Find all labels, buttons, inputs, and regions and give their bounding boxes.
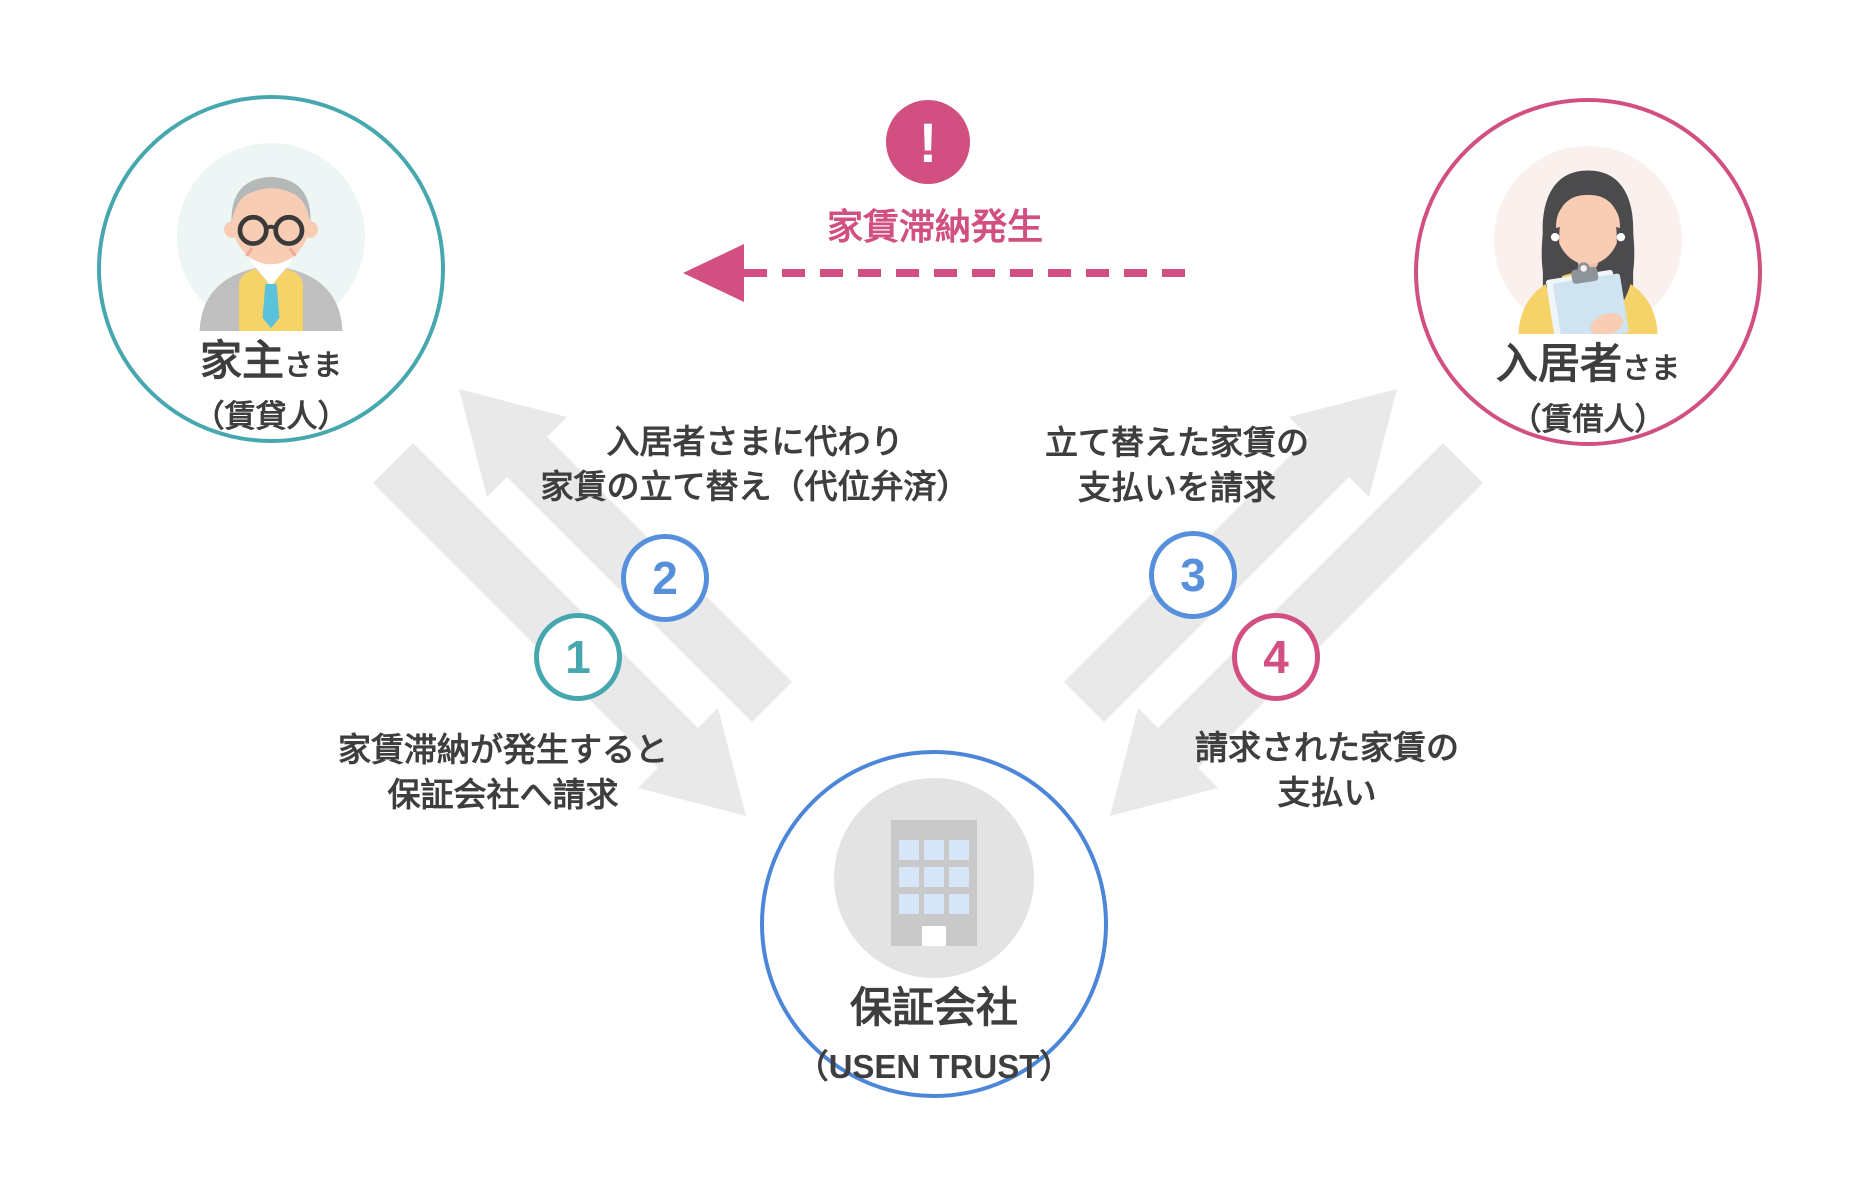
tenant-role: （賃借人）: [1510, 402, 1666, 437]
exclamation-icon: !: [886, 100, 970, 184]
landlord-role: （賃貸人）: [193, 399, 349, 434]
step-1-badge: 1: [534, 613, 622, 701]
step-2-badge: 2: [621, 534, 709, 622]
dashed-arrow-tenant-to-landlord-icon: [683, 244, 1188, 302]
guarantor-name: 保証会社: [849, 984, 1018, 1031]
guarantor-building-icon: [834, 778, 1034, 978]
step-2-label: 入居者さまに代わり 家賃の立て替え（代位弁済）: [540, 423, 970, 505]
landlord-circle: 家主さま （賃貸人）: [97, 95, 445, 443]
landlord-name: 家主さま: [199, 337, 343, 384]
step-4-badge: 4: [1232, 613, 1320, 701]
alert-label: 家賃滞納発生: [826, 206, 1043, 247]
tenant-avatar-icon: [1494, 146, 1682, 334]
guarantor-sub: （USEN TRUST）: [795, 1048, 1073, 1085]
tenant-name: 入居者さま: [1495, 340, 1681, 387]
tenant-circle: 入居者さま （賃借人）: [1414, 98, 1762, 446]
step-1-label: 家賃滞納が発生すると 保証会社へ請求: [338, 731, 668, 813]
arrow-guarantor-to-landlord-icon: [459, 389, 792, 722]
step-3-badge: 3: [1149, 531, 1237, 619]
landlord-avatar-icon: [177, 143, 365, 331]
step-3-label: 立て替えた家賃の 支払いを請求: [1045, 424, 1309, 506]
step-4-label: 請求された家賃の 支払い: [1195, 729, 1459, 811]
guarantor-circle: 保証会社 （USEN TRUST）: [760, 750, 1108, 1098]
